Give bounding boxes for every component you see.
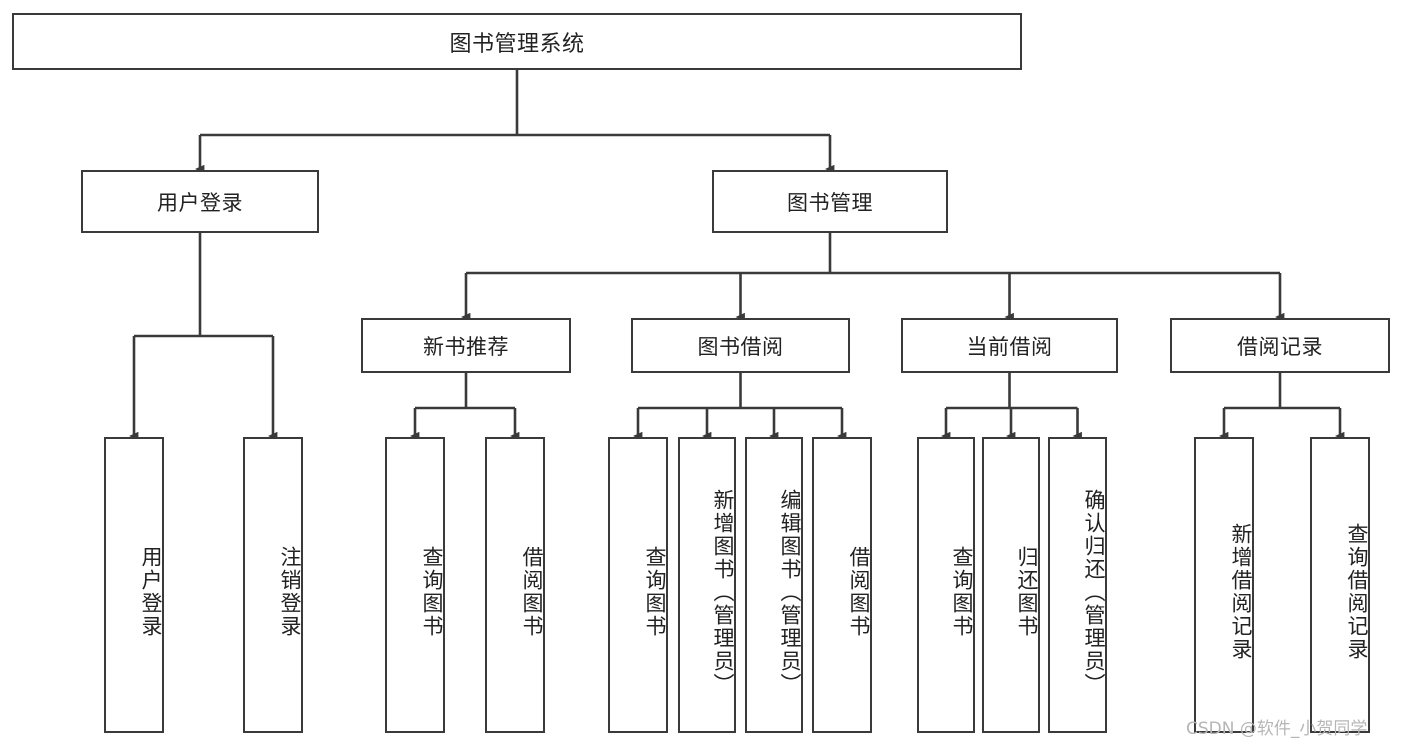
node-label-leaf-user-login: 用户登录 — [139, 546, 162, 638]
node-leaf-query-book-current[interactable]: 查询图书 — [917, 437, 975, 733]
node-leaf-query-borrow-record[interactable]: 查询借阅记录 — [1310, 437, 1370, 733]
node-leaf-query-book-recommend[interactable]: 查询图书 — [385, 437, 445, 733]
node-leaf-edit-book[interactable]: 编辑图书（管理员） — [745, 437, 803, 733]
node-leaf-user-login[interactable]: 用户登录 — [104, 437, 164, 733]
node-leaf-confirm-return[interactable]: 确认归还（管理员） — [1048, 437, 1107, 733]
node-book-borrow[interactable]: 图书借阅 — [631, 318, 850, 373]
node-leaf-borrow-book-recommend[interactable]: 借阅图书 — [485, 437, 545, 733]
node-label-book-borrow: 图书借阅 — [697, 335, 784, 359]
node-label-book-management: 图书管理 — [787, 191, 873, 215]
node-label-new-book-recommend: 新书推荐 — [423, 335, 509, 359]
node-label-leaf-logout: 注销登录 — [278, 546, 301, 638]
node-leaf-add-borrow-record[interactable]: 新增借阅记录 — [1194, 437, 1254, 733]
node-label-leaf-query-book-borrow: 查询图书 — [643, 546, 666, 638]
node-leaf-add-book[interactable]: 新增图书（管理员） — [678, 437, 736, 733]
node-label-leaf-return-book: 归还图书 — [1015, 546, 1038, 638]
node-label-user-login: 用户登录 — [157, 191, 243, 215]
node-leaf-borrow-book[interactable]: 借阅图书 — [812, 437, 872, 733]
node-label-leaf-query-book-current: 查询图书 — [950, 546, 973, 638]
node-label-current-borrow: 当前借阅 — [966, 335, 1053, 359]
node-current-borrow[interactable]: 当前借阅 — [901, 318, 1118, 373]
node-label-leaf-query-book-recommend: 查询图书 — [420, 546, 443, 638]
node-leaf-return-book[interactable]: 归还图书 — [982, 437, 1040, 733]
node-label-leaf-edit-book: 编辑图书（管理员） — [778, 488, 801, 696]
node-label-leaf-query-borrow-record: 查询借阅记录 — [1345, 523, 1368, 661]
watermark-label: CSDN @软件_小贺同学 — [1186, 719, 1368, 739]
node-label-leaf-confirm-return: 确认归还（管理员） — [1082, 488, 1105, 696]
node-label-leaf-borrow-book-recommend: 借阅图书 — [520, 546, 543, 638]
node-borrow-records[interactable]: 借阅记录 — [1170, 318, 1390, 373]
node-user-login[interactable]: 用户登录 — [81, 170, 319, 233]
node-label-root: 图书管理系统 — [449, 30, 585, 56]
node-leaf-logout[interactable]: 注销登录 — [243, 437, 303, 733]
node-root[interactable]: 图书管理系统 — [12, 13, 1022, 70]
node-label-borrow-records: 借阅记录 — [1237, 335, 1323, 359]
node-leaf-query-book-borrow[interactable]: 查询图书 — [608, 437, 668, 733]
node-book-management[interactable]: 图书管理 — [712, 170, 948, 233]
node-new-book-recommend[interactable]: 新书推荐 — [361, 318, 571, 373]
node-label-leaf-add-borrow-record: 新增借阅记录 — [1229, 523, 1252, 661]
node-label-leaf-borrow-book: 借阅图书 — [847, 546, 870, 638]
node-label-leaf-add-book: 新增图书（管理员） — [711, 488, 734, 696]
